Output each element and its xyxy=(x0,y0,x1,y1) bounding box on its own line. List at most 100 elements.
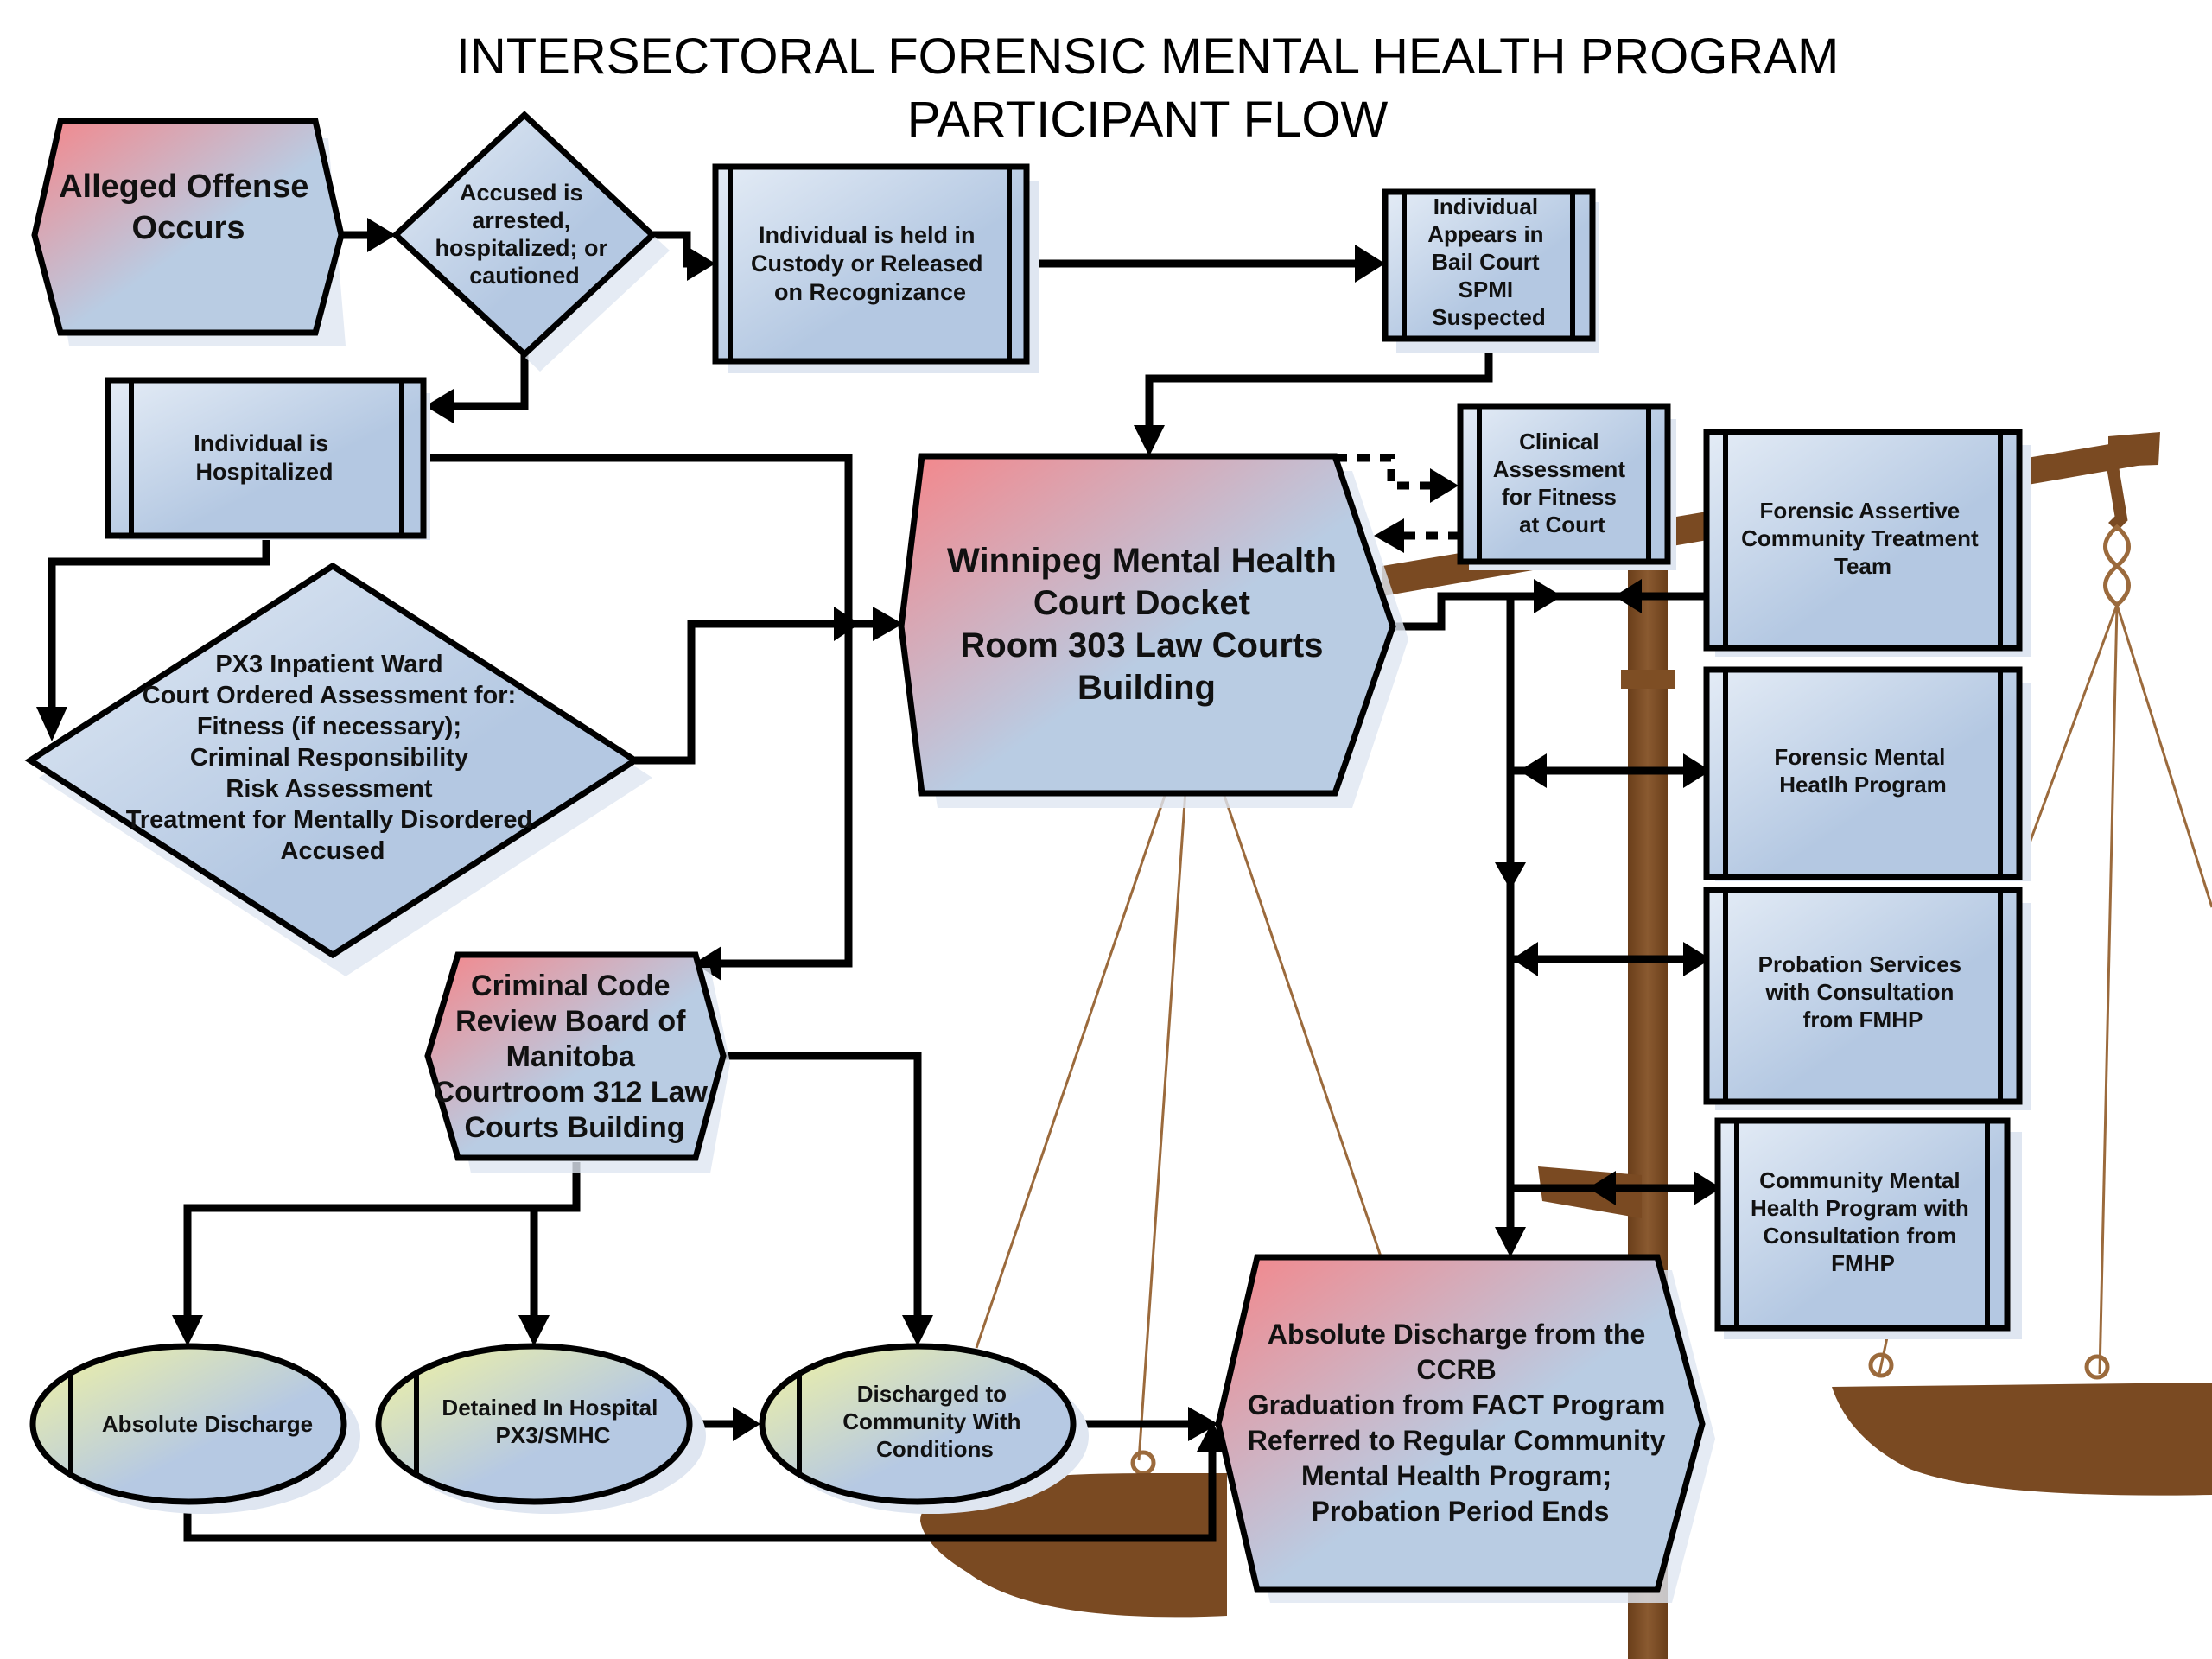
node-accused-decision[interactable]: Accused is arrested, hospitalized; or ca… xyxy=(391,111,670,372)
diagram-title-line2: PARTICIPANT FLOW xyxy=(907,92,1389,148)
connector-hospitalized-to-px3 xyxy=(48,536,270,717)
pan-ring-right-2 xyxy=(2084,1354,2110,1380)
arrowhead-icon xyxy=(1512,942,1538,976)
discharged-conditions-shape xyxy=(759,1343,1077,1505)
arrowhead-icon xyxy=(518,1315,550,1346)
connector-px3-to-court xyxy=(635,620,881,765)
node-fact-team[interactable]: Forensic Assertive Community Treatment T… xyxy=(1703,429,2031,657)
scale-hook-right xyxy=(2107,465,2128,531)
scale-beam-end xyxy=(2108,432,2160,467)
clinical-assessment-label: Clinical Assessment for Fitness at Court xyxy=(1493,429,1631,537)
arrowhead-icon xyxy=(873,607,903,641)
arrowhead-icon xyxy=(1188,1407,1218,1441)
arrowhead-icon xyxy=(36,707,67,741)
px3-ward-label: PX3 Inpatient Ward Court Ordered Assessm… xyxy=(126,651,540,865)
review-board-label: Criminal Code Review Board of Manitoba C… xyxy=(434,969,716,1144)
node-hospitalized[interactable]: Individual is Hospitalized xyxy=(105,377,430,540)
arrowhead-icon xyxy=(1519,753,1547,788)
rope-left-1 xyxy=(975,790,1168,1349)
arrowhead-icon xyxy=(687,246,715,281)
arrowhead-icon xyxy=(694,946,721,981)
alleged-offense-shape xyxy=(31,118,345,336)
node-bail-court[interactable]: Individual Appears in Bail Court SPMI Su… xyxy=(1382,188,1599,353)
bail-court-shape xyxy=(1382,188,1596,342)
community-mental-health-shape xyxy=(1714,1117,2011,1332)
arrowhead-icon xyxy=(1534,579,1562,613)
arrowhead-icon xyxy=(902,1315,933,1346)
mental-health-court-shape xyxy=(898,453,1396,797)
arrowhead-icon xyxy=(733,1407,760,1441)
detained-label: Detained In Hospital PX3/SMHC xyxy=(442,1395,664,1448)
arrowhead-icon xyxy=(1683,753,1711,788)
fact-team-shape xyxy=(1703,429,2023,652)
arrowhead-icon xyxy=(172,1315,203,1346)
node-alleged-offense[interactable]: Alleged Offense Occurs xyxy=(31,118,346,346)
node-custody[interactable]: Individual is held in Custody or Release… xyxy=(712,163,1039,373)
arrowhead-icon xyxy=(1355,245,1385,283)
arrowhead-icon xyxy=(834,607,860,641)
arrowhead-icon xyxy=(1588,1171,1616,1205)
arrowhead-icon xyxy=(1134,425,1165,456)
arrowhead-icon xyxy=(1694,1171,1721,1205)
discharged-conditions-label: Discharged to Community With Conditions xyxy=(842,1381,1027,1462)
node-detained[interactable]: Detained In Hospital PX3/SMHC xyxy=(375,1343,706,1514)
pan-ring-right-1 xyxy=(1868,1352,1894,1378)
accused-decision-shape xyxy=(391,111,658,359)
node-clinical-assessment[interactable]: Clinical Assessment for Fitness at Court xyxy=(1457,403,1676,570)
arrowhead-icon xyxy=(367,218,396,252)
rope-left-2 xyxy=(1137,790,1187,1461)
detained-shape xyxy=(375,1343,693,1505)
absolute-discharge-label: Absolute Discharge xyxy=(102,1411,313,1437)
scale-pan-right xyxy=(1832,1382,2212,1496)
arrowhead-icon xyxy=(1374,518,1404,553)
node-final-outcome[interactable]: Absolute Discharge from the CCRB Graduat… xyxy=(1215,1254,1715,1603)
custody-label: Individual is held in Custody or Release… xyxy=(751,222,989,305)
review-board-shape xyxy=(424,951,727,1161)
px3-ward-shape xyxy=(24,562,641,959)
clinical-assessment-shape xyxy=(1457,403,1671,565)
node-probation[interactable]: Probation Services with Consultation fro… xyxy=(1703,887,2031,1110)
arrowhead-icon xyxy=(1495,1227,1526,1257)
arrowhead-icon xyxy=(1430,468,1459,503)
connectors xyxy=(36,218,1721,1542)
mental-health-court-label: Winnipeg Mental Health Court Docket Room… xyxy=(947,542,1346,707)
pan-ring-left xyxy=(1130,1450,1156,1476)
probation-shape xyxy=(1703,887,2023,1105)
node-px3-ward[interactable]: PX3 Inpatient Ward Court Ordered Assessm… xyxy=(24,562,652,976)
probation-label: Probation Services with Consultation fro… xyxy=(1758,951,1968,1033)
rope-left-3 xyxy=(1221,790,1384,1262)
final-outcome-label: Absolute Discharge from the CCRB Graduat… xyxy=(1248,1319,1674,1527)
connector-decision-to-hospitalized xyxy=(449,354,529,410)
scale-pan-left xyxy=(920,1473,1227,1618)
alleged-offense-label: Alleged Offense Occurs xyxy=(59,168,318,246)
connector-board-to-outcomes xyxy=(183,1162,581,1322)
accused-decision-label: Accused is arrested, hospitalized; or ca… xyxy=(435,180,613,289)
fmhp-shape xyxy=(1703,666,2023,880)
rope-right-1 xyxy=(2020,604,2119,865)
connector-court-to-services xyxy=(1393,592,1707,631)
arrowhead-icon xyxy=(425,389,454,423)
custody-shape xyxy=(712,163,1030,365)
connector-absolute-to-final xyxy=(183,1430,1217,1542)
fmhp-label: Forensic Mental Heatlh Program xyxy=(1774,744,1951,798)
node-absolute-discharge[interactable]: Absolute Discharge xyxy=(29,1343,360,1514)
hospitalized-shape xyxy=(105,377,427,539)
node-review-board[interactable]: Criminal Code Review Board of Manitoba C… xyxy=(424,951,730,1173)
scale-pillar-collar xyxy=(1621,670,1675,689)
scale-arm-lower xyxy=(1538,1166,1642,1218)
node-mental-health-court[interactable]: Winnipeg Mental Health Court Docket Room… xyxy=(898,453,1408,808)
bail-court-label: Individual Appears in Bail Court SPMI Su… xyxy=(1427,194,1550,330)
rope-right-2 xyxy=(2098,604,2119,1375)
node-fmhp[interactable]: Forensic Mental Heatlh Program xyxy=(1703,666,2031,881)
connector-court-to-clinical xyxy=(1335,454,1430,490)
community-mental-health-label: Community Mental Health Program with Con… xyxy=(1751,1167,1975,1276)
node-community-mental-health[interactable]: Community Mental Health Program with Con… xyxy=(1714,1117,2022,1339)
scale-knot-right xyxy=(2103,524,2131,608)
rope-right-3 xyxy=(2115,604,2212,908)
arrowhead-icon xyxy=(1614,579,1642,613)
node-discharged-conditions[interactable]: Discharged to Community With Conditions xyxy=(759,1343,1089,1514)
connector-bail-to-court xyxy=(1145,341,1493,432)
hospitalized-label: Individual is Hospitalized xyxy=(194,430,335,485)
arrowhead-icon xyxy=(1683,942,1711,976)
